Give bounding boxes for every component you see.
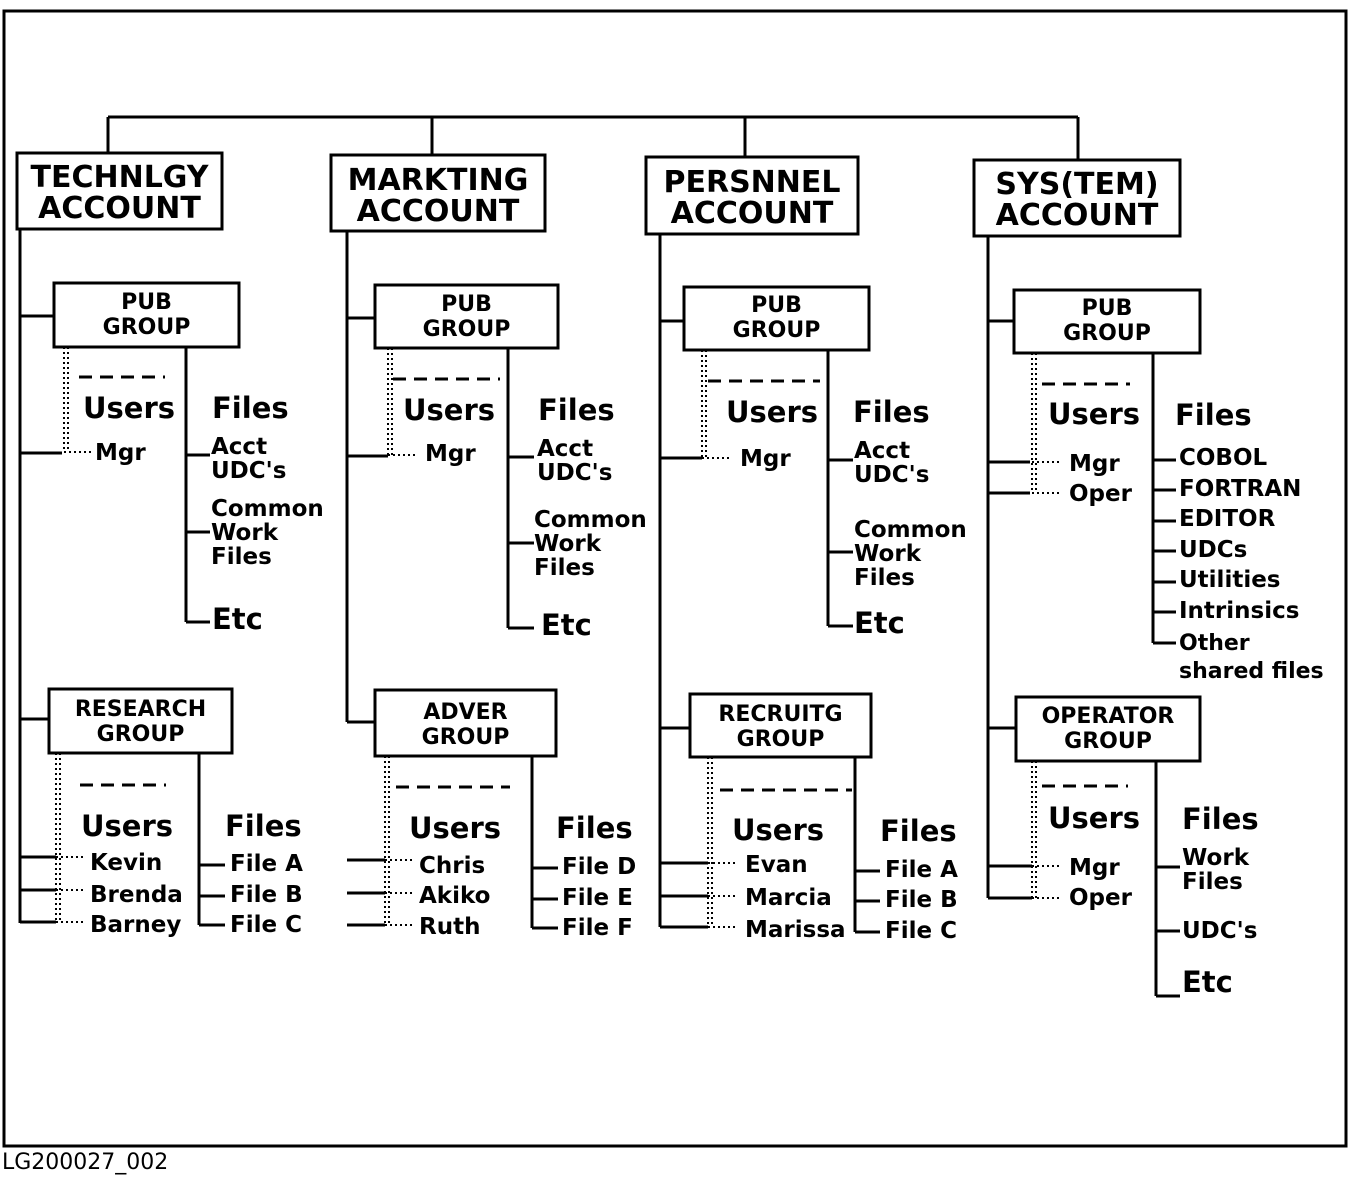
group-title-system-pub: PUB GROUP xyxy=(1063,296,1151,346)
account-box-system xyxy=(972,158,1182,238)
files-heading: Files xyxy=(853,395,930,429)
group-title-persnnel-recruitg: RECRUITG GROUP xyxy=(718,702,843,752)
users-heading: Users xyxy=(403,393,496,427)
etc-item: Etc xyxy=(212,602,263,636)
group-title-persnnel-pub: PUB GROUP xyxy=(732,293,821,343)
file-item: Common Work Files xyxy=(854,517,967,591)
group-title-technlgy-research: RESEARCH GROUP xyxy=(74,697,207,747)
file-item: Acct UDC's xyxy=(211,434,287,484)
file-item: File F xyxy=(562,915,633,941)
account-box-technlgy xyxy=(15,151,224,231)
file-item: File B xyxy=(885,887,958,913)
system-operator-files-line xyxy=(1154,761,1180,998)
file-item: File D xyxy=(562,854,637,880)
file-item: File B xyxy=(230,882,303,908)
file-item: File C xyxy=(885,918,957,944)
users-heading: Users xyxy=(1048,801,1141,835)
user-item: Evan xyxy=(745,852,808,878)
files-heading: Files xyxy=(556,811,633,845)
persnnel-trunk xyxy=(658,234,708,929)
group-title-markting-pub: PUB GROUP xyxy=(422,292,511,342)
user-item: Mgr xyxy=(425,441,476,467)
account-box-markting xyxy=(329,153,547,233)
etc-item: Etc xyxy=(1182,965,1233,999)
user-item: Brenda xyxy=(90,882,183,908)
users-heading: Users xyxy=(81,809,174,843)
user-item: Oper xyxy=(1069,885,1132,911)
group-box-technlgy-research xyxy=(47,687,234,755)
technlgy-research-files-line xyxy=(197,753,225,927)
file-item: Acct UDC's xyxy=(537,436,613,486)
files-heading: Files xyxy=(1175,398,1252,432)
user-item: Marissa xyxy=(745,917,846,943)
account-title-system: SYS(TEM) ACCOUNT xyxy=(995,167,1159,233)
file-item: Acct UDC's xyxy=(854,438,930,488)
group-title-system-operator: OPERATOR GROUP xyxy=(1041,704,1175,754)
user-item: Oper xyxy=(1069,481,1132,507)
account-box-persnnel xyxy=(644,155,860,236)
diagram-frame xyxy=(2,9,1348,1148)
persnnel-recruitg-files-line xyxy=(853,757,880,934)
file-item: Intrinsics xyxy=(1179,598,1300,624)
files-heading: Files xyxy=(538,393,615,427)
user-item: Barney xyxy=(90,912,182,938)
file-item: UDC's xyxy=(1182,918,1258,944)
dash-separators xyxy=(79,375,1130,792)
file-item: UDCs xyxy=(1179,537,1248,563)
user-item: Akiko xyxy=(419,883,491,909)
file-item: EDITOR xyxy=(1179,506,1276,532)
markting-trunk xyxy=(345,231,388,927)
user-item: Marcia xyxy=(745,885,832,911)
markting-adver-files-line xyxy=(530,756,558,930)
user-item: Mgr xyxy=(95,440,146,466)
user-item: Mgr xyxy=(1069,451,1120,477)
file-item: Other shared files xyxy=(1179,631,1324,684)
technlgy-trunk xyxy=(18,229,62,924)
users-heading: Users xyxy=(1048,397,1141,431)
users-heading: Users xyxy=(726,395,819,429)
file-item: File A xyxy=(230,851,303,877)
file-item: Work Files xyxy=(1182,845,1249,895)
file-item: COBOL xyxy=(1179,445,1268,471)
account-title-technlgy: TECHNLGY ACCOUNT xyxy=(30,160,209,226)
file-item: FORTRAN xyxy=(1179,476,1302,502)
file-item: File E xyxy=(562,885,633,911)
technlgy-pub-files-line xyxy=(184,347,210,624)
file-item: File C xyxy=(230,912,302,938)
figure-id-caption: LG200027_002 xyxy=(2,1150,169,1175)
user-item: Mgr xyxy=(1069,855,1120,881)
file-item: Common Work Files xyxy=(534,507,647,581)
account-title-markting: MARKTING ACCOUNT xyxy=(347,163,529,229)
system-trunk xyxy=(986,236,1032,900)
file-item: File A xyxy=(885,857,958,883)
markting-pub-files-line xyxy=(506,348,534,630)
users-heading: Users xyxy=(732,813,825,847)
dotted-user-links xyxy=(55,347,1062,928)
etc-item: Etc xyxy=(854,606,905,640)
user-item: Kevin xyxy=(90,850,163,876)
files-heading: Files xyxy=(225,809,302,843)
group-box-persnnel-pub xyxy=(682,285,871,352)
account-title-persnnel: PERSNNEL ACCOUNT xyxy=(663,165,841,231)
file-item: Common Work Files xyxy=(211,496,324,570)
etc-item: Etc xyxy=(541,608,592,642)
files-heading: Files xyxy=(1182,802,1259,836)
user-item: Mgr xyxy=(740,446,791,472)
user-item: Ruth xyxy=(419,914,481,940)
users-heading: Users xyxy=(409,811,502,845)
users-heading: Users xyxy=(83,391,176,425)
files-heading: Files xyxy=(880,814,957,848)
group-box-persnnel-recruitg xyxy=(688,692,873,759)
group-title-technlgy-pub: PUB GROUP xyxy=(102,290,191,340)
root-connector xyxy=(106,115,1080,160)
files-heading: Files xyxy=(212,391,289,425)
system-pub-files-line xyxy=(1151,353,1176,645)
user-item: Chris xyxy=(419,853,486,879)
group-title-markting-adver: ADVER GROUP xyxy=(421,700,510,750)
file-item: Utilities xyxy=(1179,567,1281,593)
persnnel-pub-files-line xyxy=(826,350,853,628)
